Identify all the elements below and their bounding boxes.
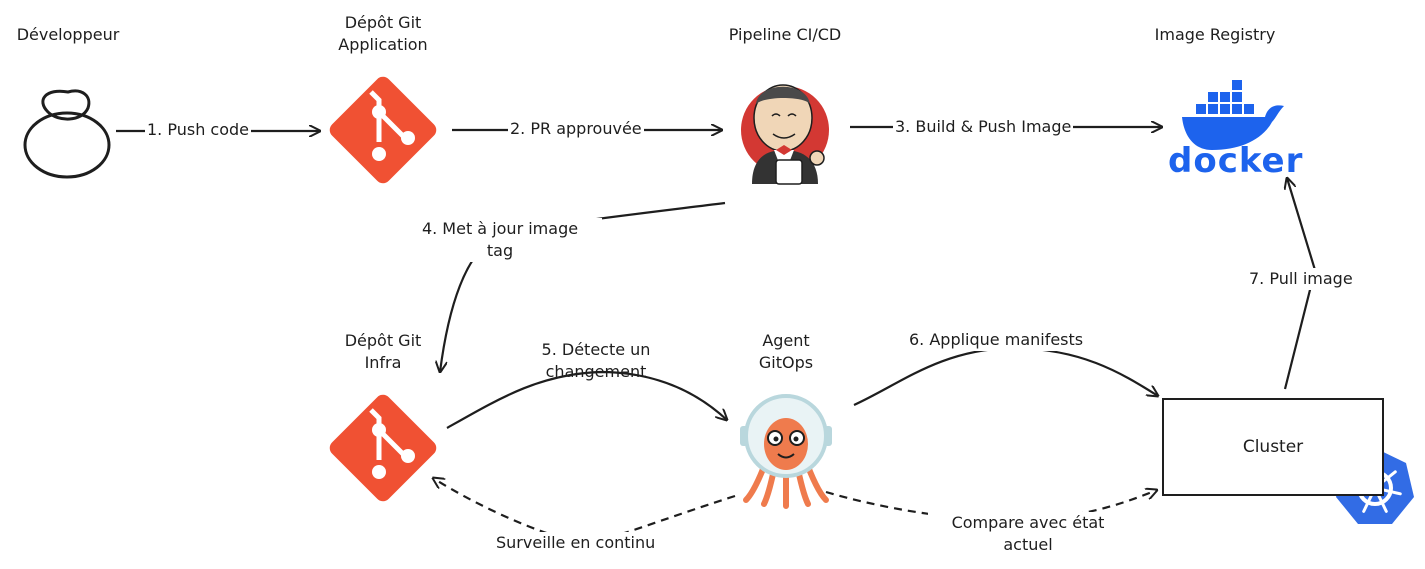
- edge-label-compare-state-line2: actuel: [1003, 535, 1053, 554]
- docker-icon: [1182, 80, 1284, 150]
- developer-title: Développeur: [16, 25, 120, 44]
- registry-title: Image Registry: [1154, 25, 1276, 44]
- edge-label-monitor: Surveille en continu: [494, 532, 658, 554]
- edge-label-apply-manifests: 6. Applique manifests: [907, 329, 1086, 351]
- pipeline-title: Pipeline CI/CD: [728, 25, 842, 44]
- infra-repo-title-line1: Dépôt Git: [344, 331, 422, 350]
- app-repo-title-line1: Dépôt Git: [344, 13, 422, 32]
- edge-label-update-tag-line2: tag: [486, 241, 514, 260]
- edge-label-pull-image: 7. Pull image: [1247, 268, 1355, 290]
- app-repo-title-line2: Application: [338, 35, 428, 54]
- person-icon: [23, 89, 111, 179]
- edge-label-compare-state-line1: Compare avec état: [951, 513, 1105, 532]
- edge-label-detect-change-line1: 5. Détecte un: [541, 340, 651, 359]
- edge-label-update-tag: 4. Met à jour image tag: [398, 218, 602, 262]
- edge-label-build-push: 3. Build & Push Image: [893, 116, 1074, 138]
- infra-repo-title: Dépôt Git Infra: [316, 330, 450, 374]
- edge-label-compare-state: Compare avec état actuel: [928, 512, 1128, 556]
- agent-title-line1: Agent: [762, 331, 810, 350]
- app-repo-title: Dépôt Git Application: [316, 12, 450, 56]
- git-icon: [329, 394, 437, 502]
- edge-label-pr-approved: 2. PR approuvée: [508, 118, 644, 140]
- agent-title-line2: GitOps: [758, 353, 814, 372]
- jenkins-icon: [741, 84, 829, 185]
- edge-monitor: [433, 478, 736, 544]
- edge-detect-change: [446, 370, 727, 429]
- docker-wordmark: docker: [1168, 141, 1304, 181]
- cluster-node: Cluster: [1162, 398, 1384, 496]
- edge-label-detect-change: 5. Détecte un changement: [514, 339, 678, 383]
- edge-apply-manifests: [853, 346, 1158, 407]
- edge-label-update-tag-line1: 4. Met à jour image: [421, 219, 579, 238]
- edge-label-detect-change-line2: changement: [545, 362, 647, 381]
- edge-label-push-code: 1. Push code: [145, 119, 252, 141]
- agent-title: Agent GitOps: [730, 330, 842, 374]
- edge-compare-state: [825, 490, 1157, 522]
- cluster-label: Cluster: [1242, 437, 1304, 457]
- git-icon: [329, 76, 437, 184]
- infra-repo-title-line2: Infra: [364, 353, 402, 372]
- argo-icon: [740, 394, 832, 509]
